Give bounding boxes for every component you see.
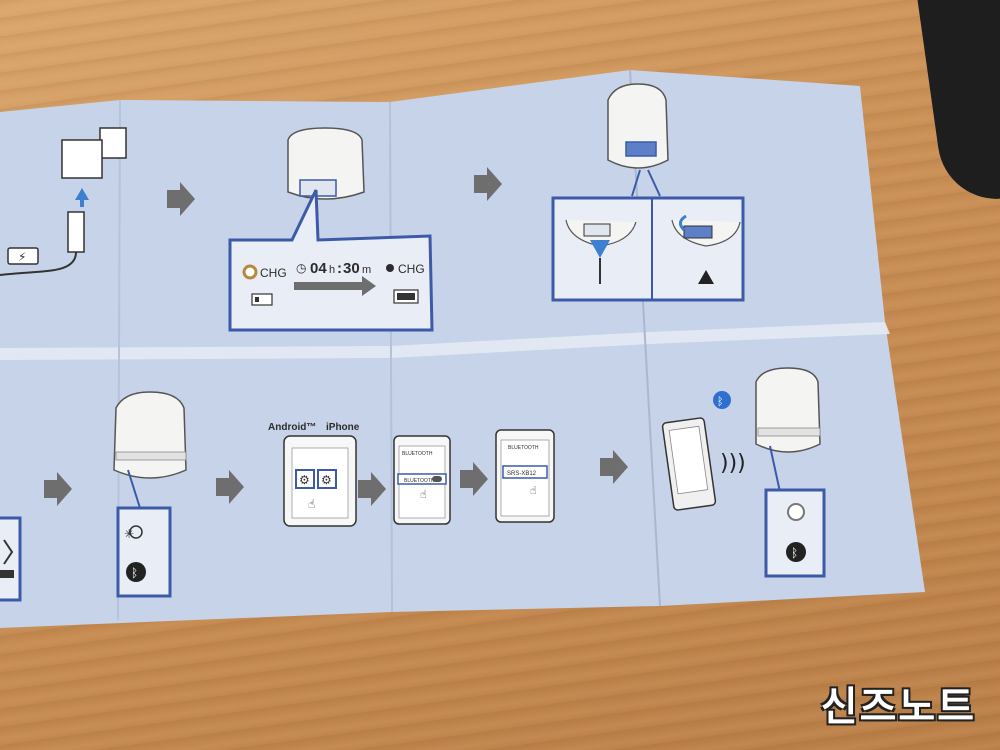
settings-icon: ⚙ xyxy=(321,473,332,487)
time-m-unit: m xyxy=(362,264,371,276)
svg-text:ᛒ: ᛒ xyxy=(717,395,724,408)
gear-icon: ⚙ xyxy=(299,473,310,487)
time-h-unit: h xyxy=(329,264,335,276)
svg-text:ᛒ: ᛒ xyxy=(791,546,798,560)
svg-text:⚡: ⚡ xyxy=(18,250,26,264)
led-on-icon xyxy=(788,504,804,520)
time-minutes: 30 xyxy=(343,260,360,277)
usb-plug-icon xyxy=(68,212,84,252)
iphone-label: iPhone xyxy=(326,422,360,433)
tap-hand-icon: ☝ xyxy=(420,488,427,501)
phone2-header: BLUETOOTH xyxy=(402,451,433,457)
watermark: 신즈노트 xyxy=(821,674,976,732)
charging-led-icon xyxy=(244,266,256,278)
tap-hand-icon: ☝ xyxy=(530,484,537,497)
android-label: Android™ xyxy=(268,422,316,433)
charged-led-icon xyxy=(386,264,394,272)
wave-icon: ))) xyxy=(720,451,746,476)
chg-label-left: CHG xyxy=(260,266,287,280)
partial-panel-left xyxy=(0,518,20,600)
phone-bluetooth-toggle-screen: BLUETOOTH BLUETOOTH ☝ xyxy=(394,436,450,524)
clock-icon: ◷ xyxy=(296,261,307,275)
chg-label-right: CHG xyxy=(398,262,425,276)
tap-hand-icon: ☝ xyxy=(308,497,315,511)
time-hours: 04 xyxy=(310,260,327,277)
phone3-item: SRS-XB12 xyxy=(507,471,537,477)
time-sep: : xyxy=(337,260,342,277)
phone2-item: BLUETOOTH xyxy=(404,478,435,484)
toggle-icon xyxy=(432,476,442,482)
ac-adapter-icon xyxy=(62,140,102,178)
phone3-header: BLUETOOTH xyxy=(508,445,539,451)
wall-outlet-icon xyxy=(100,128,126,158)
phone-device-list-screen: BLUETOOTH SRS-XB12 ☝ xyxy=(496,430,554,522)
svg-text:ᛒ: ᛒ xyxy=(131,566,138,580)
svg-text:✳: ✳ xyxy=(124,527,134,541)
